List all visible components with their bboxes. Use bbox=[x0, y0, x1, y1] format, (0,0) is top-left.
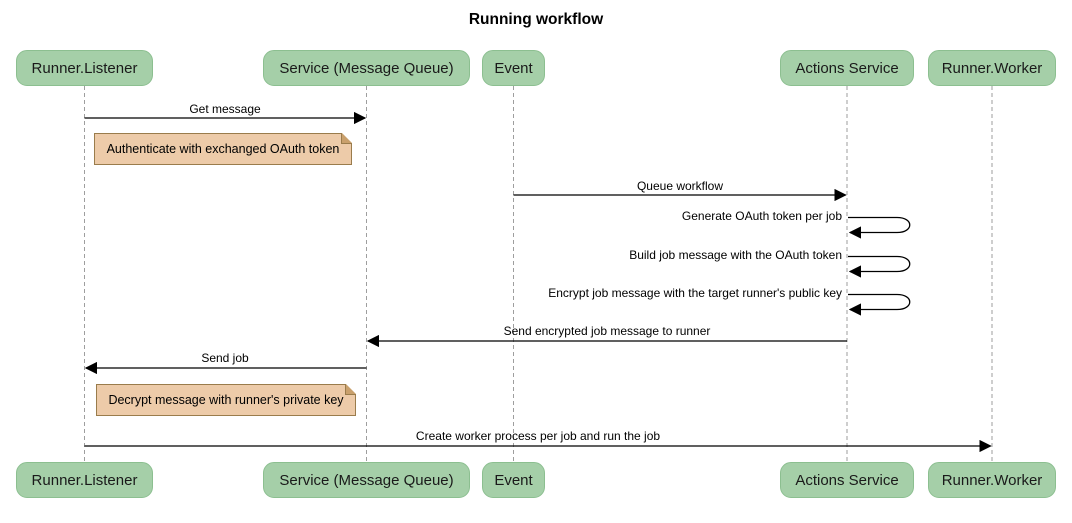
actor-bottom-runner-listener: Runner.Listener bbox=[16, 462, 153, 498]
note-decrypt-message: Decrypt message with runner's private ke… bbox=[96, 384, 356, 416]
self-loop-generate-oauth-token bbox=[848, 216, 911, 239]
message-label-send-job: Send job bbox=[201, 351, 249, 365]
actor-top-actions-service: Actions Service bbox=[780, 50, 914, 86]
actor-bottom-event: Event bbox=[482, 462, 545, 498]
message-label-get-message: Get message bbox=[189, 102, 261, 116]
message-label-generate-oauth-token: Generate OAuth token per job bbox=[681, 209, 842, 223]
actor-top-service-message-queue: Service (Message Queue) bbox=[263, 50, 470, 86]
self-loop-encrypt-job-message bbox=[848, 293, 911, 316]
message-label-build-job-message: Build job message with the OAuth token bbox=[629, 248, 842, 262]
self-loop-build-job-message bbox=[848, 255, 911, 278]
actor-bottom-actions-service: Actions Service bbox=[780, 462, 914, 498]
note-authenticate-oauth: Authenticate with exchanged OAuth token bbox=[94, 133, 352, 165]
actor-top-event: Event bbox=[482, 50, 545, 86]
message-label-send-encrypted-job-message: Send encrypted job message to runner bbox=[503, 324, 711, 338]
actor-top-runner-worker: Runner.Worker bbox=[928, 50, 1056, 86]
diagram-title: Running workflow bbox=[468, 11, 604, 28]
message-label-queue-workflow: Queue workflow bbox=[636, 179, 724, 193]
message-label-create-worker-process: Create worker process per job and run th… bbox=[415, 429, 661, 443]
message-label-encrypt-job-message: Encrypt job message with the target runn… bbox=[548, 286, 842, 300]
actor-top-runner-listener: Runner.Listener bbox=[16, 50, 153, 86]
actor-bottom-service-message-queue: Service (Message Queue) bbox=[263, 462, 470, 498]
actor-bottom-runner-worker: Runner.Worker bbox=[928, 462, 1056, 498]
